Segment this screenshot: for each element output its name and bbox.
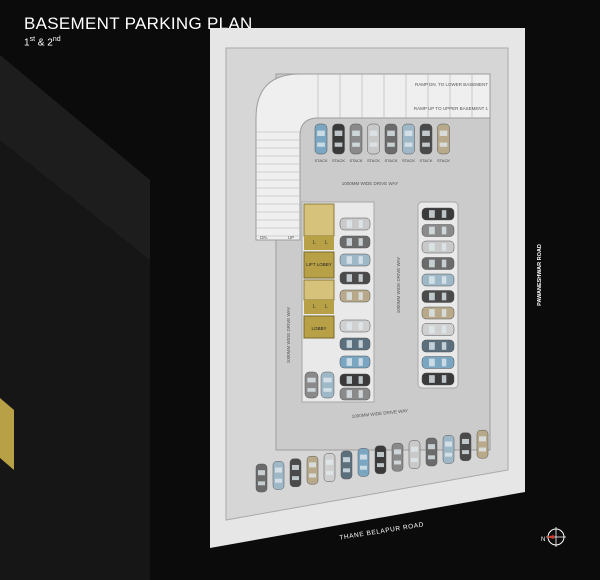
lift-2 <box>304 300 334 314</box>
stack-car <box>332 123 345 155</box>
stack-car <box>384 123 398 155</box>
core-car <box>304 371 319 399</box>
gold-accent-bar <box>0 398 14 470</box>
stack-car <box>402 123 415 155</box>
stack-car <box>437 123 450 155</box>
stack-label: STACK <box>367 158 380 163</box>
bottom-car <box>408 440 421 469</box>
core-parking-bays <box>304 217 371 401</box>
core-car <box>339 319 371 333</box>
island-car <box>421 372 455 386</box>
stack-car <box>349 123 363 155</box>
bottom-car <box>476 429 489 459</box>
lift-lobby-1-label: LIFT LOBBY <box>306 262 331 267</box>
subtitle-second-sup: nd <box>52 36 61 43</box>
stack-label: STACK <box>419 158 432 163</box>
staircase-2 <box>303 279 335 301</box>
island-car <box>421 273 455 287</box>
lift-lobby-2 <box>303 315 335 339</box>
bottom-car <box>255 463 268 493</box>
island-car <box>421 207 455 221</box>
bottom-car <box>289 458 302 488</box>
page-subtitle: 1st & 2nd <box>24 36 61 48</box>
stack-parking-row: STACK STACK STACK STACK STACK STACK STACK STACK <box>314 123 450 163</box>
compass-north-label: N <box>541 537 545 543</box>
drive-way-label-bottom: 1000MM WIDE DRIVE WAY <box>351 408 408 419</box>
bottom-car <box>340 450 353 480</box>
bottom-car <box>374 445 387 475</box>
stack-label: STACK <box>314 158 327 163</box>
bottom-car <box>442 435 455 464</box>
island-car <box>421 323 455 336</box>
ramp-up-short-label: UP <box>288 235 294 240</box>
bottom-car <box>323 453 336 482</box>
lift-mark-1b: L <box>325 240 328 246</box>
lift-mark-2a: L <box>313 304 316 310</box>
stack-label: STACK <box>332 158 345 163</box>
bottom-car <box>357 448 370 477</box>
core-car <box>339 253 371 267</box>
stack-label: STACK <box>402 158 415 163</box>
subtitle-mid: & 2 <box>35 37 53 49</box>
island-car <box>421 306 455 320</box>
bottom-parking-row <box>255 429 489 493</box>
stack-label: STACK <box>437 158 450 163</box>
stack-car <box>314 123 328 155</box>
island-car <box>421 290 455 303</box>
bottom-car <box>391 442 404 472</box>
drive-way-label-left: 1000MM WIDE DRIVE WAY <box>286 307 291 364</box>
ramp-down-label: RAMP DN. TO LOWER BASEMENT <box>415 82 488 87</box>
page-title: BASEMENT PARKING PLAN <box>24 14 253 33</box>
core-car <box>320 371 335 399</box>
dark-diagonal-panel-inner <box>0 140 150 580</box>
stack-car <box>419 123 433 155</box>
core-car <box>339 387 371 401</box>
core-car <box>339 355 371 369</box>
compass-icon <box>546 527 566 547</box>
island-car <box>421 240 455 254</box>
island-car <box>421 356 455 369</box>
island-car <box>421 339 455 353</box>
ramp-dn-label: DN. <box>260 235 268 240</box>
core-car <box>339 235 371 249</box>
core-car <box>339 289 371 303</box>
ramp <box>255 73 491 241</box>
subtitle-first: 1 <box>24 37 30 49</box>
stack-car <box>367 123 380 155</box>
core-car <box>339 217 371 231</box>
lift-lobby-2-label: LOBBY <box>311 326 326 331</box>
island-car <box>421 257 455 270</box>
drive-way-label-top: 1000MM WIDE DRIVE WAY <box>342 181 399 186</box>
bottom-car <box>425 437 438 467</box>
island-car <box>421 224 455 237</box>
drive-way-label-right: 1000MM WIDE DRIVE WAY <box>396 257 401 314</box>
staircase-1 <box>303 203 335 237</box>
lift-lobby-1 <box>303 251 335 279</box>
bottom-car <box>306 455 319 485</box>
ramp-hatching <box>256 74 473 237</box>
subtitle-first-sup: st <box>29 36 36 43</box>
core-car <box>339 373 371 387</box>
lift-1 <box>304 236 334 250</box>
ramp-up-label: RAMP UP TO UPPER BASEMENT 1 <box>414 106 489 111</box>
road-label-bottom: THANE BELAPUR ROAD <box>339 521 425 541</box>
lift-mark-2b: L <box>325 304 328 310</box>
stack-label: STACK <box>384 158 397 163</box>
stack-label: STACK <box>349 158 362 163</box>
bottom-car <box>459 432 472 462</box>
core-car <box>339 337 371 351</box>
core-car <box>339 271 371 285</box>
road-label-right: PAWANESHWAR ROAD <box>537 244 543 306</box>
lift-mark-1a: L <box>313 240 316 246</box>
bottom-car <box>272 461 285 490</box>
island-parking-bays <box>421 207 455 386</box>
